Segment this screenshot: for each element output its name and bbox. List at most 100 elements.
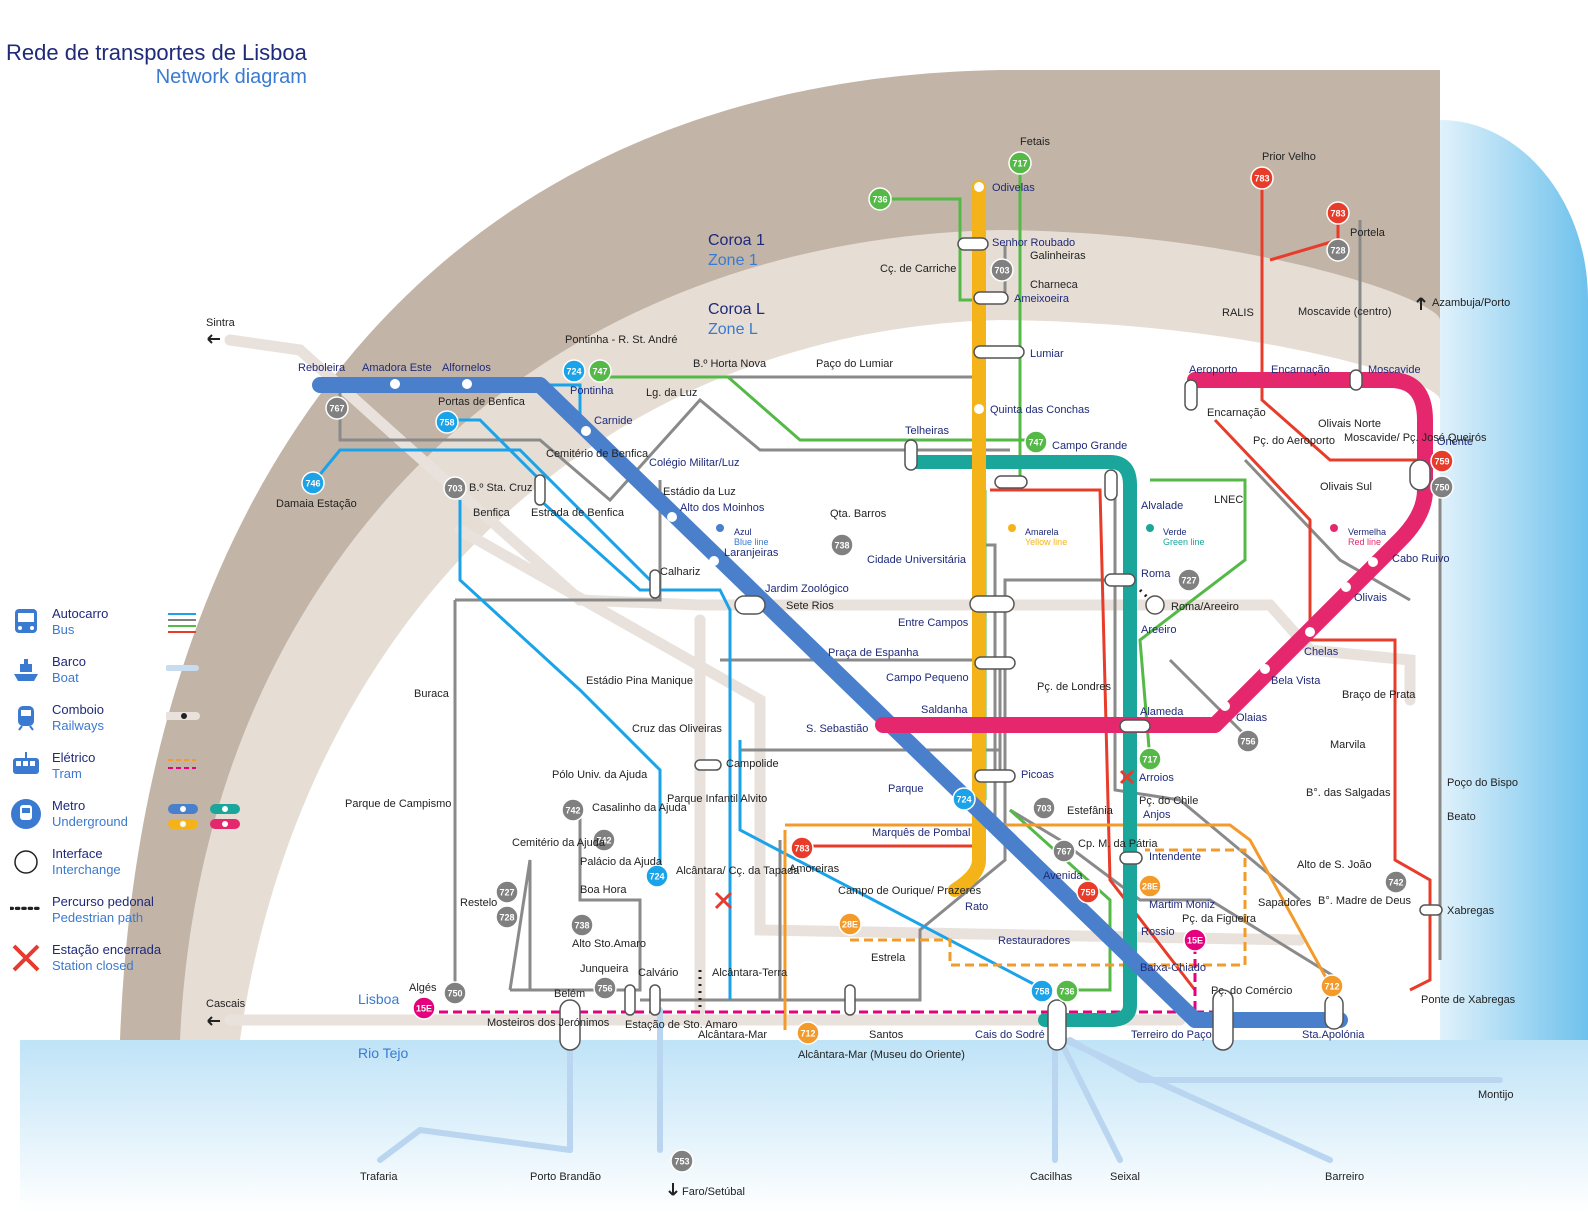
station-baixa-chiado[interactable]: Baixa-Chiado (1140, 962, 1206, 974)
station-telheiras[interactable]: Telheiras (905, 425, 950, 437)
station-colegio-militar[interactable]: Colégio Militar/Luz (649, 457, 739, 469)
bus-badge-727[interactable]: 727 (495, 880, 519, 904)
station-cais-sodre[interactable]: Cais do Sodré (975, 1029, 1045, 1041)
station-ameixoeira[interactable]: Ameixoeira (1014, 293, 1070, 305)
bus-badge-747[interactable]: 747 (588, 359, 612, 383)
station-alvalade[interactable]: Alvalade (1141, 500, 1183, 512)
station-jardim-zoo[interactable]: Jardim Zoológico (765, 583, 849, 595)
station-cidade-univ[interactable]: Cidade Universitária (867, 554, 967, 566)
station-oriente[interactable]: Oriente (1437, 436, 1473, 448)
bus-badge-756[interactable]: 756 (593, 976, 617, 1000)
bus-badge-label: 738 (574, 921, 589, 931)
station-saldanha[interactable]: Saldanha (921, 704, 968, 716)
station-anjos[interactable]: Anjos (1143, 809, 1171, 821)
station-laranjeiras[interactable]: Laranjeiras (724, 547, 779, 559)
bus-badge-758[interactable]: 758 (1030, 979, 1054, 1003)
bus-badge-15E[interactable]: 15E (412, 996, 436, 1020)
station-rato[interactable]: Rato (965, 901, 988, 913)
bus-badge-767[interactable]: 767 (1052, 839, 1076, 863)
station-praca-espanha[interactable]: Praça de Espanha (828, 647, 919, 659)
bus-badge-746[interactable]: 746 (301, 471, 325, 495)
bus-badge-724[interactable]: 724 (645, 864, 669, 888)
station-parque[interactable]: Parque (888, 783, 923, 795)
bus-badge-767[interactable]: 767 (325, 396, 349, 420)
bus-badge-28E[interactable]: 28E (838, 912, 862, 936)
station-terreiro-paco[interactable]: Terreiro do Paço (1131, 1029, 1212, 1041)
station-quinta-conchas[interactable]: Quinta das Conchas (990, 404, 1090, 416)
bus-badge-15E[interactable]: 15E (1183, 928, 1207, 952)
station-rossio[interactable]: Rossio (1141, 926, 1175, 938)
station-chelas[interactable]: Chelas (1304, 646, 1339, 658)
station-roma[interactable]: Roma (1141, 568, 1171, 580)
station-amadora-este[interactable]: Amadora Este (362, 362, 432, 374)
station-campo-pequeno[interactable]: Campo Pequeno (886, 672, 969, 684)
station-olaias[interactable]: Olaias (1236, 712, 1268, 724)
bus-badge-727[interactable]: 727 (1177, 568, 1201, 592)
bus-badge-728[interactable]: 728 (495, 905, 519, 929)
station-bela-vista[interactable]: Bela Vista (1271, 675, 1321, 687)
bus-badge-717[interactable]: 717 (1138, 747, 1162, 771)
bus-badge-738[interactable]: 738 (570, 913, 594, 937)
bus-badge-736[interactable]: 736 (1055, 979, 1079, 1003)
bus-badge-783[interactable]: 783 (1250, 166, 1274, 190)
station-martim-moniz[interactable]: Martim Moniz (1149, 899, 1215, 911)
station-marques[interactable]: Marquês de Pombal (872, 827, 970, 839)
bus-badge-750[interactable]: 750 (1430, 475, 1454, 499)
bus-badge-742[interactable]: 742 (561, 798, 585, 822)
bus-badge-759[interactable]: 759 (1430, 449, 1454, 473)
bus-badge-712[interactable]: 712 (796, 1021, 820, 1045)
station-carnide[interactable]: Carnide (594, 415, 633, 427)
station-pontinha[interactable]: Pontinha (570, 385, 614, 397)
bus-badge-712[interactable]: 712 (1320, 974, 1344, 998)
station-encarnacao[interactable]: Encarnação (1271, 364, 1330, 376)
station-moscavide[interactable]: Moscavide (1368, 364, 1421, 376)
station-lumiar[interactable]: Lumiar (1030, 348, 1064, 360)
station-sta-apolonia[interactable]: Sta.Apolónia (1302, 1029, 1365, 1041)
bus-badge-703[interactable]: 703 (990, 258, 1014, 282)
station-senhor-roubado[interactable]: Senhor Roubado (992, 237, 1075, 249)
bus-badge-753[interactable]: 753 (670, 1149, 694, 1173)
station-alfornelos[interactable]: Alfornelos (442, 362, 491, 374)
bus-badge-759[interactable]: 759 (1076, 880, 1100, 904)
station-cabo-ruivo[interactable]: Cabo Ruivo (1392, 553, 1449, 565)
station-odivelas[interactable]: Odivelas (992, 182, 1035, 194)
bus-badge-736[interactable]: 736 (868, 187, 892, 211)
bus-badge-742[interactable]: 742 (592, 828, 616, 852)
bus-badge-724[interactable]: 724 (562, 359, 586, 383)
bus-badge-717[interactable]: 717 (1008, 151, 1032, 175)
bus-badge-703[interactable]: 703 (1032, 796, 1056, 820)
place-portela: Portela (1350, 227, 1386, 239)
bus-badge-28E[interactable]: 28E (1138, 874, 1162, 898)
bus-badge-724[interactable]: 724 (952, 787, 976, 811)
bus-badge-738[interactable]: 738 (830, 533, 854, 557)
station-aeroporto[interactable]: Aeroporto (1189, 364, 1237, 376)
station-reboleira[interactable]: Reboleira (298, 362, 346, 374)
bus-badge-756[interactable]: 756 (1236, 729, 1260, 753)
bus-badge-783[interactable]: 783 (1326, 201, 1350, 225)
place-pc-figueira: Pç. da Figueira (1182, 913, 1257, 925)
station-avenida[interactable]: Avenida (1043, 870, 1083, 882)
bus-badge-728[interactable]: 728 (1326, 238, 1350, 262)
bus-badge-label: 756 (1240, 737, 1255, 747)
interchange-markers[interactable] (534, 237, 1443, 1051)
station-intendente[interactable]: Intendente (1149, 851, 1201, 863)
bus-badge-747[interactable]: 747 (1024, 430, 1048, 454)
bus-badge-703[interactable]: 703 (443, 476, 467, 500)
station-alameda[interactable]: Alameda (1140, 706, 1184, 718)
station-picoas[interactable]: Picoas (1021, 769, 1055, 781)
bus-badge-783[interactable]: 783 (790, 836, 814, 860)
station-entre-campos[interactable]: Entre Campos (898, 617, 969, 629)
station-olivais[interactable]: Olivais (1354, 592, 1388, 604)
station-campo-grande[interactable]: Campo Grande (1052, 440, 1127, 452)
station-alto-moinhos[interactable]: Alto dos Moinhos (680, 502, 765, 514)
direction-cacilhas: Cacilhas (1030, 1171, 1073, 1183)
bus-badge-742[interactable]: 742 (1384, 870, 1408, 894)
station-s-sebastiao[interactable]: S. Sebastião (806, 723, 868, 735)
station-arroios[interactable]: Arroios (1139, 772, 1174, 784)
station-restauradores[interactable]: Restauradores (998, 935, 1071, 947)
bus-badge-750[interactable]: 750 (443, 981, 467, 1005)
station-areeiro[interactable]: Areeiro (1141, 624, 1176, 636)
bus-badge-758[interactable]: 758 (435, 410, 459, 434)
place-cc-carriche: Cç. de Carriche (880, 263, 956, 275)
